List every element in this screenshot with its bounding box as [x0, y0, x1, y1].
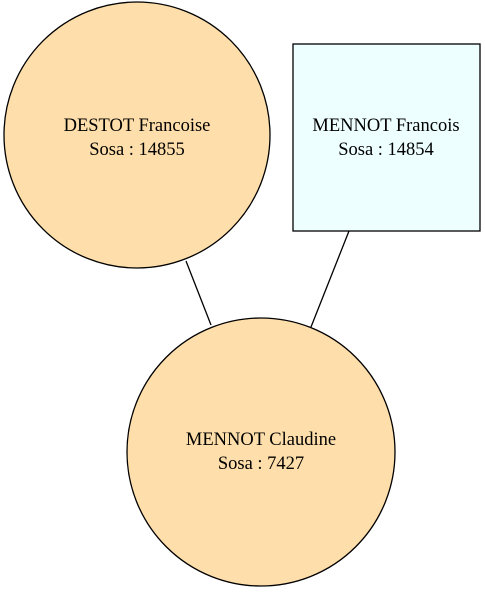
- person-name: DESTOT Francoise: [64, 116, 211, 136]
- person-sosa: Sosa : 7427: [218, 454, 304, 474]
- edge-mother-to-child: [185, 260, 212, 326]
- edges: [185, 230, 350, 328]
- person-name: MENNOT Claudine: [186, 430, 336, 450]
- person-node-circle: [3, 1, 271, 269]
- person-node-destot-francoise[interactable]: DESTOT Francoise Sosa : 14855: [3, 1, 271, 269]
- person-node-mennot-claudine[interactable]: MENNOT Claudine Sosa : 7427: [126, 317, 396, 587]
- person-name: MENNOT Francois: [312, 116, 459, 136]
- person-sosa: Sosa : 14855: [89, 140, 185, 160]
- person-node-mennot-francois[interactable]: MENNOT Francois Sosa : 14854: [292, 43, 481, 232]
- person-sosa: Sosa : 14854: [338, 140, 434, 160]
- edge-father-to-child: [310, 230, 350, 328]
- person-node-circle: [126, 317, 396, 587]
- person-node-box: [292, 43, 481, 232]
